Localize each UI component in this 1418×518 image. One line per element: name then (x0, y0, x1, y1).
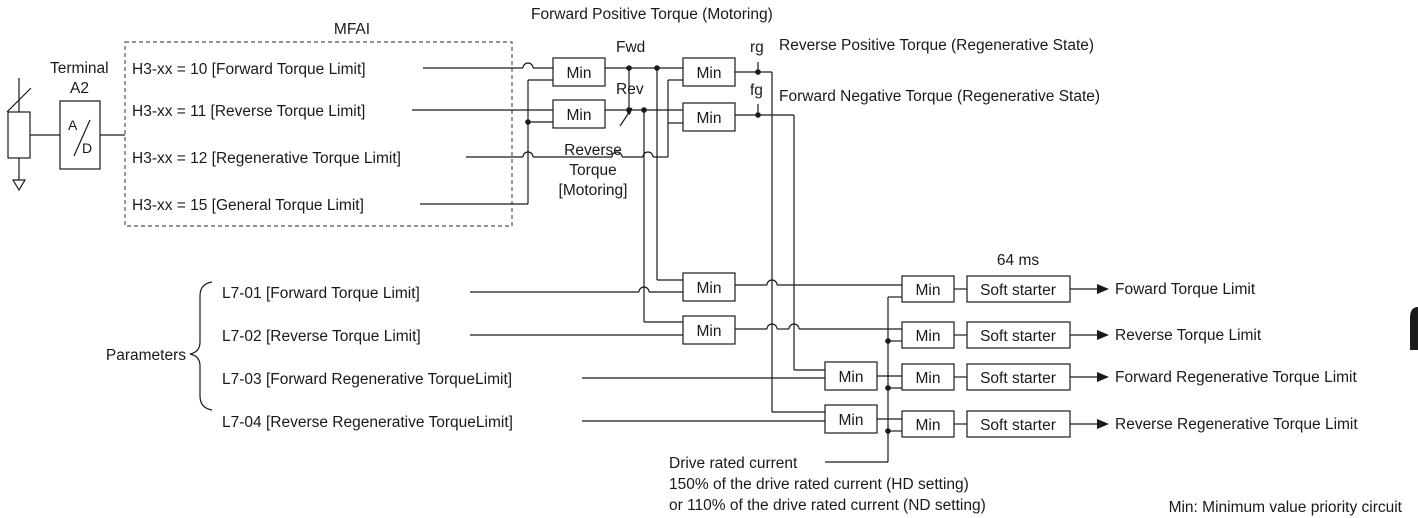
mfai-wires (412, 62, 683, 205)
min-block-h3-rev-label: Min (567, 107, 592, 124)
reverse-torque-label-1: Reverse (564, 142, 622, 159)
soft-starter-1-label: Soft starter (980, 282, 1056, 299)
min-block-final-3-label: Min (916, 370, 941, 387)
ad-converter-a: A (68, 117, 78, 133)
output-arrow-4 (1097, 419, 1109, 429)
min-block-fwd-limit-label: Min (697, 280, 722, 297)
parameters-label: Parameters (106, 347, 186, 364)
reverse-torque-label-3: [Motoring] (559, 182, 628, 199)
output-arrow-2 (1097, 330, 1109, 340)
soft-starter-links (954, 288, 967, 425)
param-l7-03: L7-03 [Forward Regenerative TorqueLimit] (222, 371, 512, 388)
min-block-fg-label: Min (697, 110, 722, 127)
forward-positive-torque-label: Forward Positive Torque (Motoring) (531, 6, 773, 23)
reverse-torque-label-2: Torque (569, 162, 616, 179)
parameter-wires (470, 286, 825, 422)
output-arrows (1070, 284, 1109, 429)
output-arrow-1 (1097, 284, 1109, 294)
soft-starter-2-label: Soft starter (980, 328, 1056, 345)
soft-starter-3 (966, 363, 1071, 391)
param-l7-02: L7-02 [Reverse Torque Limit] (222, 328, 421, 345)
ad-converter-d: D (82, 140, 92, 156)
min-block-h3-fwd (552, 57, 606, 87)
mfai-input-15: H3-xx = 15 [General Torque Limit] (132, 197, 364, 214)
mfai-group-box (124, 41, 513, 227)
min-block-final-4 (901, 410, 955, 438)
mfai-input-10: H3-xx = 10 [Forward Torque Limit] (132, 61, 366, 78)
min-block-h3-rev (552, 99, 606, 129)
min-block-fwd-regen-label: Min (839, 369, 864, 386)
min-block-final-1-label: Min (916, 282, 941, 299)
drive-rated-current-line2: 150% of the drive rated current (HD sett… (669, 476, 969, 493)
drive-rated-current-line1: Drive rated current (669, 455, 798, 472)
min-block-rg-label: Min (697, 65, 722, 82)
min-block-rev-regen (824, 404, 878, 434)
page-edge-tab (1410, 307, 1418, 350)
min-block-fg (682, 102, 736, 132)
output-reverse-regen-torque-limit: Reverse Regenerative Torque Limit (1115, 416, 1358, 433)
min-block-final-4-label: Min (916, 417, 941, 434)
soft-starter-2 (966, 321, 1071, 349)
fwd-label: Fwd (616, 39, 645, 56)
soft-starter-time: 64 ms (997, 252, 1039, 269)
reverse-positive-torque-label: Reverse Positive Torque (Regenerative St… (779, 37, 1094, 54)
param-l7-04: L7-04 [Reverse Regenerative TorqueLimit] (222, 414, 513, 431)
min-legend: Min: Minimum value priority circuit (1169, 499, 1403, 516)
mfai-input-11: H3-xx = 11 [Reverse Torque Limit] (132, 103, 365, 120)
ad-converter: A D (59, 100, 101, 170)
forward-negative-torque-label: Forward Negative Torque (Regenerative St… (779, 88, 1100, 105)
terminal-label-line1: Terminal (50, 60, 109, 77)
rg-fg-wires (667, 62, 825, 413)
min-block-final-3 (901, 363, 955, 391)
output-arrow-3 (1097, 372, 1109, 382)
min-block-h3-fwd-label: Min (567, 65, 592, 82)
min-block-fwd-limit (682, 272, 736, 302)
min-block-rev-limit-label: Min (697, 323, 722, 340)
soft-starter-1 (966, 275, 1071, 303)
min-block-rev-regen-label: Min (839, 412, 864, 429)
mfai-input-12: H3-xx = 12 [Regenerative Torque Limit] (132, 150, 401, 167)
fg-label: fg (750, 82, 763, 99)
min-block-rev-limit (682, 315, 736, 345)
analog-input-symbol (6, 78, 60, 192)
output-forward-regen-torque-limit: Forward Regenerative Torque Limit (1115, 369, 1357, 386)
min-block-final-1 (901, 275, 955, 303)
terminal-label-line2: A2 (70, 80, 89, 97)
param-l7-01: L7-01 [Forward Torque Limit] (222, 285, 420, 302)
rev-label: Rev (616, 81, 644, 98)
output-reverse-torque-limit: Reverse Torque Limit (1115, 327, 1262, 344)
min-block-fwd-regen (824, 361, 878, 391)
drive-rated-current-line3: or 110% of the drive rated current (ND s… (669, 497, 986, 514)
mfai-title: MFAI (334, 21, 370, 38)
parameters-brace (189, 281, 213, 411)
min-block-final-2-label: Min (916, 328, 941, 345)
output-forward-torque-limit: Foward Torque Limit (1115, 281, 1256, 298)
soft-starter-4-label: Soft starter (980, 417, 1056, 434)
stage3-wires (735, 279, 902, 420)
soft-starter-3-label: Soft starter (980, 370, 1056, 387)
rg-label: rg (750, 39, 764, 56)
drive-rated-current-bus (825, 296, 902, 463)
